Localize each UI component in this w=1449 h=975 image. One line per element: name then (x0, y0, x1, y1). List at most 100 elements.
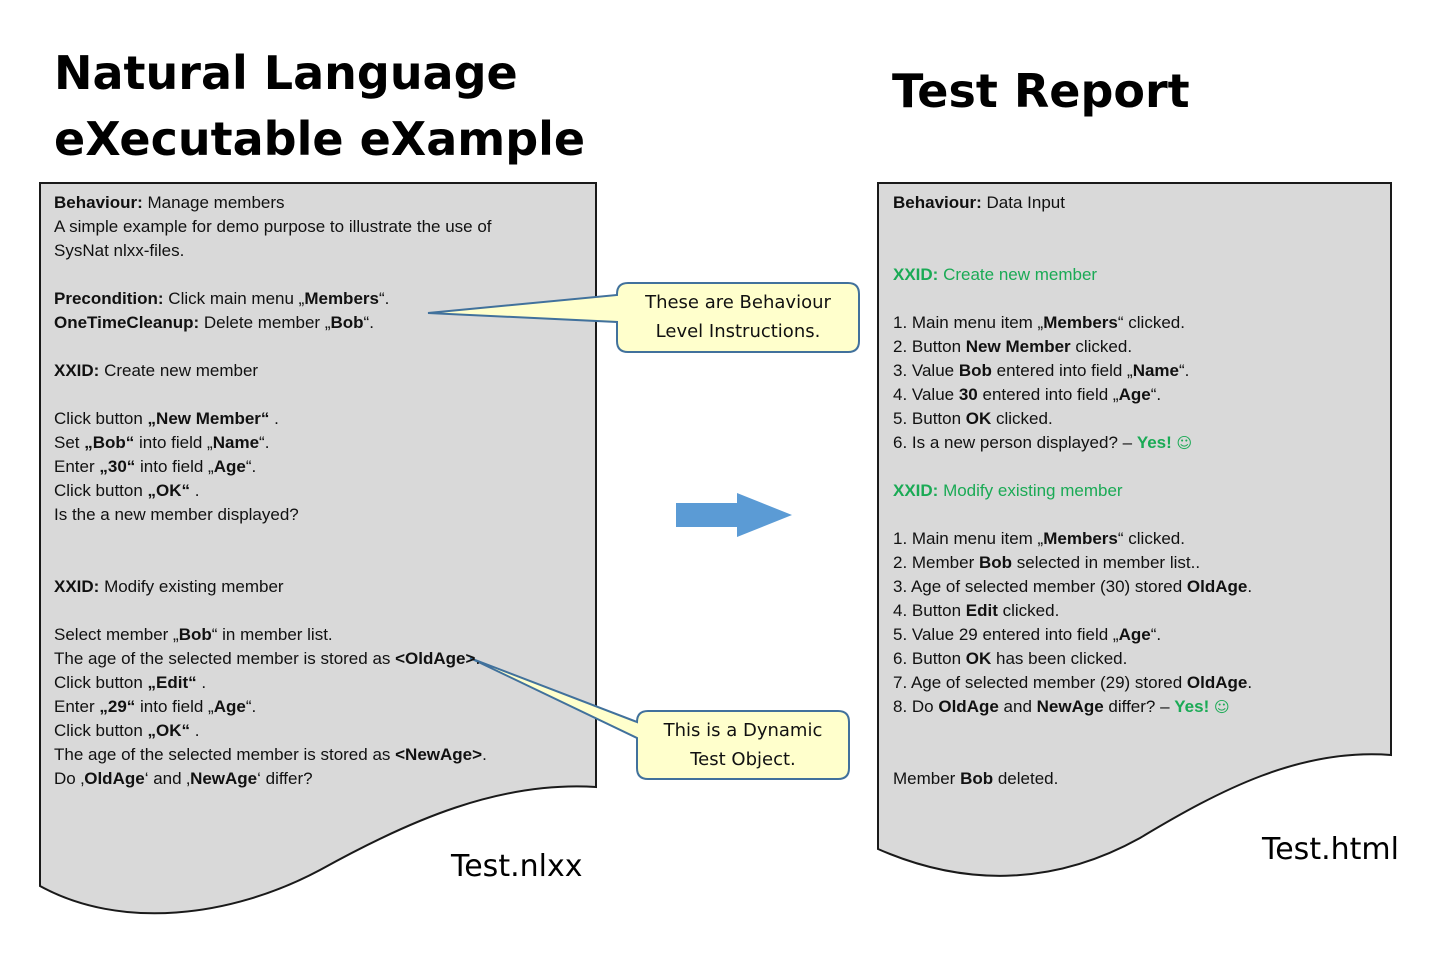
text-segment: Age (1118, 625, 1151, 644)
left-document-shape (39, 182, 597, 915)
text-segment: “. (363, 313, 374, 332)
text-segment: ‘ differ? (257, 769, 313, 788)
report-line: 2. Button New Member clicked. (893, 335, 1383, 359)
text-segment: XXID: (893, 481, 939, 500)
text-segment: 3. Value (893, 361, 959, 380)
text-segment: entered into field „ (991, 361, 1133, 380)
text-segment: Behaviour: (54, 193, 143, 212)
text-segment: ‘ and ‚ (144, 769, 191, 788)
report-line: 3. Value Bob entered into field „Name“. (893, 359, 1383, 383)
text-segment: . (1247, 577, 1253, 596)
report-line: 3. Age of selected member (30) stored Ol… (893, 575, 1383, 599)
text-segment: XXID: (54, 361, 100, 380)
text-segment: Behaviour: (893, 193, 982, 212)
nlxx-line: Click button „OK“ . (54, 479, 584, 503)
text-segment: differ? – (1103, 697, 1175, 716)
text-segment: . (196, 673, 207, 692)
text-segment: Click main menu „ (163, 289, 305, 308)
text-segment: OldAge (1186, 577, 1248, 596)
nlxx-line: Click button „New Member“ . (54, 407, 584, 431)
text-segment: SysNat nlxx-files. (54, 241, 185, 260)
text-segment: 4. Value (893, 385, 959, 404)
text-segment: OldAge (1186, 673, 1248, 692)
text-segment: Data Input (981, 193, 1065, 212)
text-segment: Delete member „ (199, 313, 331, 332)
text-segment: NewAge (190, 769, 258, 788)
text-segment: Edit (965, 601, 998, 620)
text-segment: “ clicked. (1117, 529, 1185, 548)
callout-dynamic-line-2: Test Object. (690, 749, 796, 770)
text-segment: 8. Do (893, 697, 939, 716)
text-segment: Yes! (1174, 697, 1210, 716)
text-segment: into field „ (135, 697, 214, 716)
text-segment: Bob (178, 625, 212, 644)
text-segment: OK (965, 409, 992, 428)
left-title: Natural Language eXecutable eXample (54, 40, 585, 172)
nlxx-line: Is the a new member displayed? (54, 503, 584, 527)
callout-behaviour-bubble (427, 282, 860, 353)
left-title-line-2: eXecutable eXample (54, 112, 586, 166)
text-segment: Age (213, 697, 246, 716)
text-segment: XXID: (54, 577, 100, 596)
text-segment: clicked. (1070, 337, 1133, 356)
text-segment: Bob (960, 769, 994, 788)
text-segment: 30 (958, 385, 978, 404)
text-segment: „New Member“ (147, 409, 270, 428)
text-segment: “. (245, 457, 257, 476)
report-line: XXID: Create new member (893, 263, 1383, 287)
blank-line (893, 719, 1383, 743)
text-segment: Bob (330, 313, 364, 332)
text-segment: into field „ (134, 433, 213, 452)
text-segment: OldAge (84, 769, 145, 788)
report-line: 5. Button OK clicked. (893, 407, 1383, 431)
callout-dynamic-line-1: This is a Dynamic (663, 720, 823, 741)
nlxx-line: A simple example for demo purpose to ill… (54, 215, 584, 239)
text-segment: “ in member list. (211, 625, 333, 644)
text-segment: Modify existing member (938, 481, 1123, 500)
text-segment: XXID: (893, 265, 939, 284)
text-segment: Set (54, 433, 85, 452)
text-segment: The age of the selected member is stored… (54, 745, 396, 764)
text-segment: „Edit“ (147, 673, 197, 692)
text-segment: 5. Button (893, 409, 966, 428)
text-segment: Create new member (938, 265, 1098, 284)
blank-line (893, 215, 1383, 239)
text-segment: „Bob“ (84, 433, 135, 452)
text-segment: „30“ (99, 457, 136, 476)
callout-dynamic-bubble (469, 657, 850, 780)
text-segment: “. (1150, 625, 1162, 644)
text-segment: “. (1150, 385, 1162, 404)
text-segment: Members (1043, 529, 1118, 548)
text-segment: „OK“ (147, 721, 191, 740)
text-segment: entered into field „ (977, 385, 1119, 404)
report-line: 8. Do OldAge and NewAge differ? – Yes! ☺ (893, 695, 1383, 719)
html-filename: Test.html (1262, 832, 1399, 867)
text-segment: into field „ (135, 457, 214, 476)
text-segment: Age (1118, 385, 1151, 404)
text-segment: 2. Member (893, 553, 979, 572)
nlxx-line: OneTimeCleanup: Delete member „Bob“. (54, 311, 584, 335)
nlxx-line: The age of the selected member is stored… (54, 743, 584, 767)
text-segment: . (190, 721, 200, 740)
text-segment: Select member „ (54, 625, 179, 644)
report-line: 4. Value 30 entered into field „Age“. (893, 383, 1383, 407)
report-line: 6. Is a new person displayed? – Yes! ☺ (893, 431, 1383, 455)
text-segment: OldAge (938, 697, 999, 716)
nlxx-line: Behaviour: Manage members (54, 191, 584, 215)
nlxx-line: Enter „29“ into field „Age“. (54, 695, 584, 719)
text-segment: 6. Button (893, 649, 966, 668)
text-segment: “. (1179, 361, 1190, 380)
report-line: XXID: Modify existing member (893, 479, 1383, 503)
text-segment: Click button (54, 721, 148, 740)
text-segment: Click button (54, 673, 148, 692)
text-segment: <OldAge> (395, 649, 476, 668)
text-segment: Members (304, 289, 379, 308)
nlxx-line: XXID: Create new member (54, 359, 584, 383)
nlxx-filename: Test.nlxx (451, 849, 583, 884)
blank-line (54, 527, 584, 551)
text-segment: Enter (54, 697, 100, 716)
smiley-icon: ☺ (1176, 434, 1193, 452)
